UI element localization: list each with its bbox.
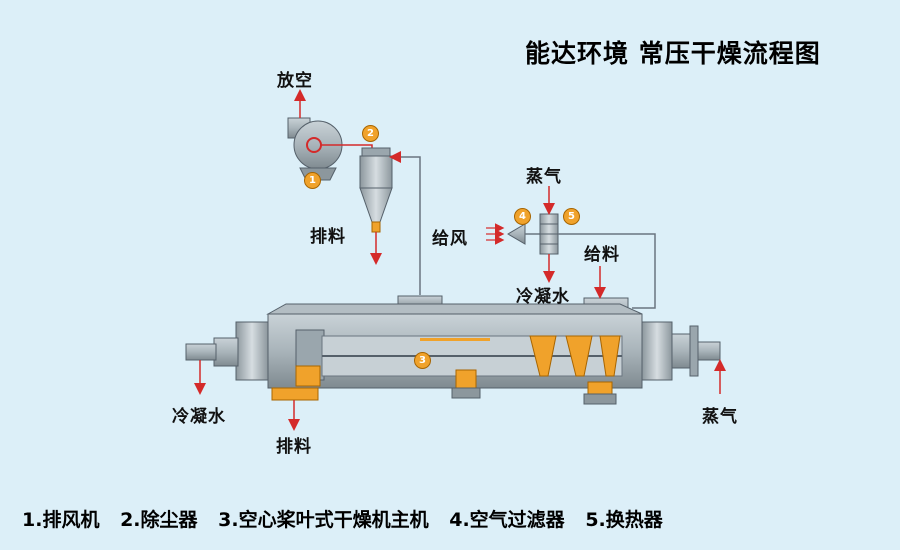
- air-filter: [507, 223, 526, 245]
- heat-exchanger: [539, 213, 559, 255]
- legend-item-4: 4.空气过滤器: [449, 509, 565, 531]
- dryer-to-cyclone-pipe: [389, 151, 421, 295]
- label-vent: 放空: [277, 71, 313, 91]
- feed-air-arrows: [486, 223, 505, 245]
- badge-3: 3: [414, 352, 431, 369]
- label-condensate-bottom: 冷凝水: [172, 407, 226, 427]
- legend-item-3: 3.空心桨叶式干燥机主机: [218, 509, 429, 531]
- label-condensate-top: 冷凝水: [516, 287, 570, 307]
- badge-2: 2: [362, 125, 379, 142]
- hot-air-pipe: [558, 233, 656, 309]
- legend-item-5: 5.换热器: [585, 509, 663, 531]
- dryer-main: [185, 295, 721, 405]
- label-discharge-top: 排料: [310, 227, 346, 247]
- label-feed-material: 给料: [584, 245, 620, 265]
- badge-4: 4: [514, 208, 531, 225]
- cyclone-collector: [359, 147, 393, 233]
- label-steam-bottom: 蒸气: [702, 407, 738, 427]
- diagram-title: 能达环境 常压干燥流程图: [525, 39, 821, 68]
- legend-item-1: 1.排风机: [22, 509, 100, 531]
- legend: 1.排风机 2.除尘器 3.空心桨叶式干燥机主机 4.空气过滤器 5.换热器: [22, 505, 677, 532]
- badge-1: 1: [304, 172, 321, 189]
- label-steam-top: 蒸气: [526, 167, 562, 187]
- badge-5: 5: [563, 208, 580, 225]
- label-discharge-bottom: 排料: [276, 437, 312, 457]
- exhaust-fan: [287, 117, 343, 181]
- label-feed-air: 给风: [432, 229, 468, 249]
- legend-item-2: 2.除尘器: [120, 509, 198, 531]
